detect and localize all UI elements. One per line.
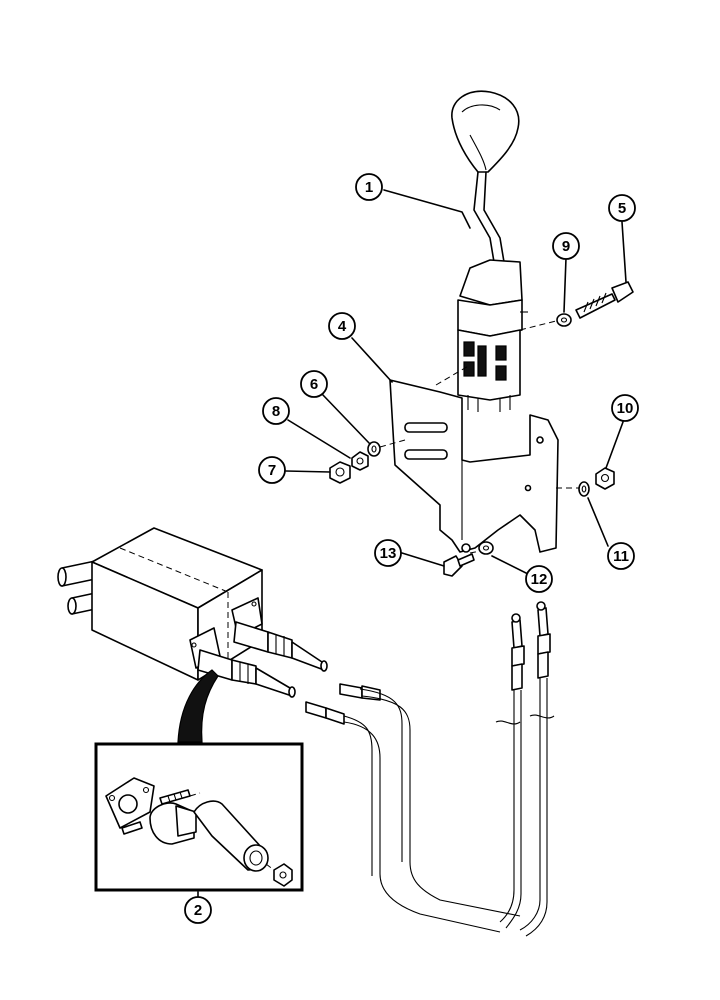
callout-2: 2 xyxy=(184,896,212,924)
callout-11: 11 xyxy=(607,542,635,570)
control-cables xyxy=(495,601,555,937)
callout-5: 5 xyxy=(608,194,636,222)
nut-7 xyxy=(329,461,351,484)
nut-8 xyxy=(351,451,369,471)
callout-4: 4 xyxy=(328,312,356,340)
callout-6: 6 xyxy=(300,370,328,398)
bolt-13 xyxy=(443,553,475,577)
hydraulic-fittings xyxy=(197,621,328,698)
washer-9 xyxy=(556,313,572,327)
svg-text:9: 9 xyxy=(562,238,570,255)
svg-text:2: 2 xyxy=(194,902,202,919)
callout-12: 12 xyxy=(525,565,553,593)
svg-text:4: 4 xyxy=(338,318,347,335)
callout-13: 13 xyxy=(374,539,402,567)
svg-text:7: 7 xyxy=(268,462,276,479)
svg-text:11: 11 xyxy=(613,548,629,565)
svg-text:6: 6 xyxy=(310,376,318,393)
nut-10 xyxy=(595,467,615,490)
leader-lines xyxy=(197,189,627,899)
washer-11 xyxy=(578,481,590,497)
cable-connectors xyxy=(305,683,521,933)
valve-block xyxy=(57,527,263,681)
callout-8: 8 xyxy=(262,397,290,425)
callout-1: 1 xyxy=(355,173,383,201)
mounting-bracket xyxy=(389,379,559,553)
bolt-5 xyxy=(575,281,634,319)
svg-text:5: 5 xyxy=(618,200,626,217)
washer-6 xyxy=(367,441,381,457)
callout-7: 7 xyxy=(258,456,286,484)
callout-10: 10 xyxy=(611,394,639,422)
control-lever xyxy=(451,90,528,412)
svg-text:8: 8 xyxy=(272,403,280,420)
detail-inset xyxy=(94,669,304,892)
svg-text:1: 1 xyxy=(365,179,373,196)
washer-12 xyxy=(478,541,494,555)
svg-text:13: 13 xyxy=(380,545,397,562)
callout-9: 9 xyxy=(552,232,580,260)
svg-text:10: 10 xyxy=(617,400,634,417)
svg-text:12: 12 xyxy=(531,571,548,588)
